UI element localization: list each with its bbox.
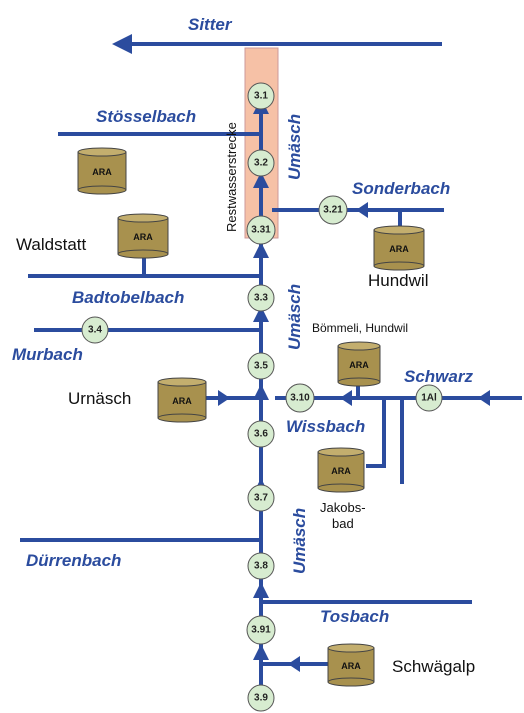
label-restwasserstrecke: Restwasserstrecke (224, 122, 239, 232)
svg-text:3.21: 3.21 (323, 205, 343, 216)
label-sitter: Sitter (188, 15, 233, 34)
svg-text:1Al: 1Al (421, 393, 437, 404)
arrowhead-sitter (112, 34, 132, 54)
label-urnaesch-upper: Umäsch (285, 114, 304, 180)
label-schwaegalp: Schwägalp (392, 657, 475, 676)
svg-text:3.31: 3.31 (251, 225, 271, 236)
ara-label: ARA (133, 232, 153, 242)
ara-hundwil: ARA (373, 225, 425, 271)
svg-text:3.4: 3.4 (88, 325, 102, 336)
svg-text:3.9: 3.9 (254, 693, 268, 704)
label-tosbach: Tosbach (320, 607, 389, 626)
arrowhead-urnaesch (253, 644, 269, 660)
node-3-6: 3.6 (247, 420, 275, 448)
node-3-21: 3.21 (318, 195, 348, 225)
label-urnaesch: Urnäsch (68, 389, 131, 408)
label-sonderbach: Sonderbach (352, 179, 450, 198)
ara-label: ARA (92, 167, 112, 177)
ara-urnaesch: ARA (157, 377, 207, 423)
ara-label: ARA (389, 244, 409, 254)
arrowhead-urnaesch (253, 306, 269, 322)
svg-text:3.10: 3.10 (290, 393, 310, 404)
jakobsbad-ara-outfall (366, 396, 386, 468)
arrowhead-schwarz (478, 390, 490, 406)
svg-text:3.8: 3.8 (254, 561, 268, 572)
arrowhead-urnaesch (253, 172, 269, 188)
svg-text:3.1: 3.1 (254, 91, 268, 102)
ara-stoesselbach: ARA (77, 147, 127, 195)
label-waldstatt: Waldstatt (16, 235, 87, 254)
ara-waldstatt: ARA (117, 213, 169, 259)
ara-schwaegalp: ARA (327, 643, 375, 687)
ara-label: ARA (341, 661, 361, 671)
node-3-8: 3.8 (247, 552, 275, 580)
label-stoesselbach: Stösselbach (96, 107, 196, 126)
arrowhead-urnaesch (253, 242, 269, 258)
arrowhead-sonderbach (356, 202, 368, 218)
label-urnaesch-middle: Umäsch (285, 284, 304, 350)
node-3-1: 3.1 (247, 82, 275, 110)
node-3-3: 3.3 (247, 284, 275, 312)
label-schwarz: Schwarz (404, 367, 473, 386)
ara-label: ARA (172, 396, 192, 406)
ara-boemmeli: ARA (337, 341, 381, 387)
label-murbach: Murbach (12, 345, 83, 364)
label-wissbach: Wissbach (286, 417, 365, 436)
svg-text:3.3: 3.3 (254, 293, 268, 304)
node-3-31: 3.31 (246, 215, 276, 245)
node-3-2: 3.2 (247, 149, 275, 177)
arrowhead-schwaegalp (288, 656, 300, 672)
node-3-91: 3.91 (246, 615, 276, 645)
label-jakobsbad-line2: bad (332, 516, 354, 531)
node-3-5: 3.5 (247, 352, 275, 380)
label-duerrenbach: Dürrenbach (26, 551, 121, 570)
svg-text:3.6: 3.6 (254, 429, 268, 440)
label-boemmeli: Bömmeli, Hundwil (312, 321, 408, 335)
arrowhead-schwarz (340, 390, 352, 406)
svg-text:3.5: 3.5 (254, 361, 268, 372)
label-badtobelbach: Badtobelbach (72, 288, 184, 307)
label-urnaesch-lower: Umäsch (290, 508, 309, 574)
ara-jakobsbad: ARA (317, 447, 365, 493)
label-hundwil: Hundwil (368, 271, 428, 290)
node-3-10: 3.10 (285, 383, 315, 413)
arrowhead-urnaesch-ara (218, 390, 230, 406)
svg-text:3.2: 3.2 (254, 158, 268, 169)
svg-text:3.91: 3.91 (251, 625, 271, 636)
ara-label: ARA (331, 466, 351, 476)
label-jakobsbad-line1: Jakobs- (320, 500, 366, 515)
arrowhead-urnaesch (253, 582, 269, 598)
svg-text:3.7: 3.7 (254, 493, 268, 504)
node-3-9: 3.9 (247, 684, 275, 712)
node-3-4: 3.4 (81, 316, 109, 344)
node-1al: 1Al (415, 384, 443, 412)
ara-label: ARA (349, 360, 369, 370)
node-3-7: 3.7 (247, 484, 275, 512)
